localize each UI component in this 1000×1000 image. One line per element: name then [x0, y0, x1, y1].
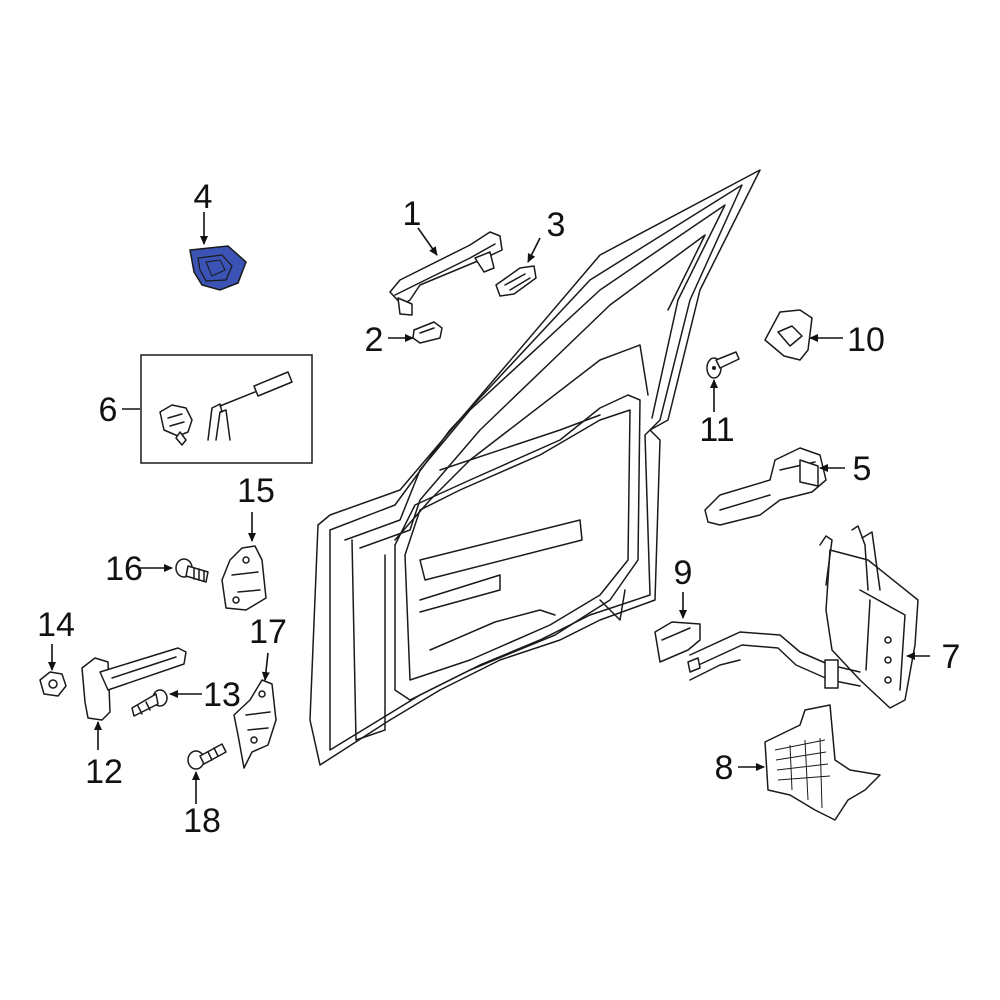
callout-7: 7 — [942, 638, 961, 676]
part-17-lower-hinge — [233, 679, 277, 769]
callout-12: 12 — [85, 753, 123, 791]
callout-3: 3 — [547, 206, 566, 244]
callout-10: 10 — [847, 321, 885, 359]
part-16-bolt — [175, 558, 209, 583]
part-1-outer-handle — [389, 231, 503, 316]
part-7-latch — [687, 525, 919, 709]
callout-13: 13 — [203, 676, 241, 714]
callout-leaders — [48, 212, 930, 804]
callout-5: 5 — [853, 450, 872, 488]
part-3-handle-bracket — [495, 265, 537, 297]
callout-14: 14 — [37, 606, 75, 644]
callout-9: 9 — [674, 554, 693, 592]
part-14-nut — [39, 671, 67, 697]
part-12-door-check — [81, 647, 187, 721]
door-shell — [309, 169, 761, 766]
callout-6: 6 — [99, 391, 118, 429]
callout-15: 15 — [237, 472, 275, 510]
part-13-bolt — [131, 689, 168, 717]
part-9-actuator — [654, 621, 701, 663]
part-2-gasket — [412, 321, 443, 344]
part-18-bolt — [187, 743, 227, 770]
part-10-striker — [764, 309, 813, 361]
callout-2: 2 — [365, 321, 384, 359]
part-4-handle-cap — [189, 245, 247, 291]
callout-17: 17 — [249, 613, 287, 651]
callout-11: 11 — [699, 411, 734, 449]
callout-labels: 4 1 3 2 6 10 11 5 15 16 9 7 14 17 13 12 … — [37, 178, 960, 840]
callout-1: 1 — [403, 195, 422, 233]
callout-4: 4 — [194, 178, 213, 216]
part-15-upper-hinge — [221, 545, 267, 611]
part-6-box — [140, 354, 313, 464]
part-4-body — [189, 245, 247, 291]
part-8-latch-cover — [764, 704, 881, 821]
callout-18: 18 — [183, 802, 221, 840]
part-11-bolt — [706, 351, 740, 379]
callout-8: 8 — [715, 749, 734, 787]
callout-16: 16 — [105, 550, 143, 588]
part-5-handle-frame — [704, 447, 827, 526]
